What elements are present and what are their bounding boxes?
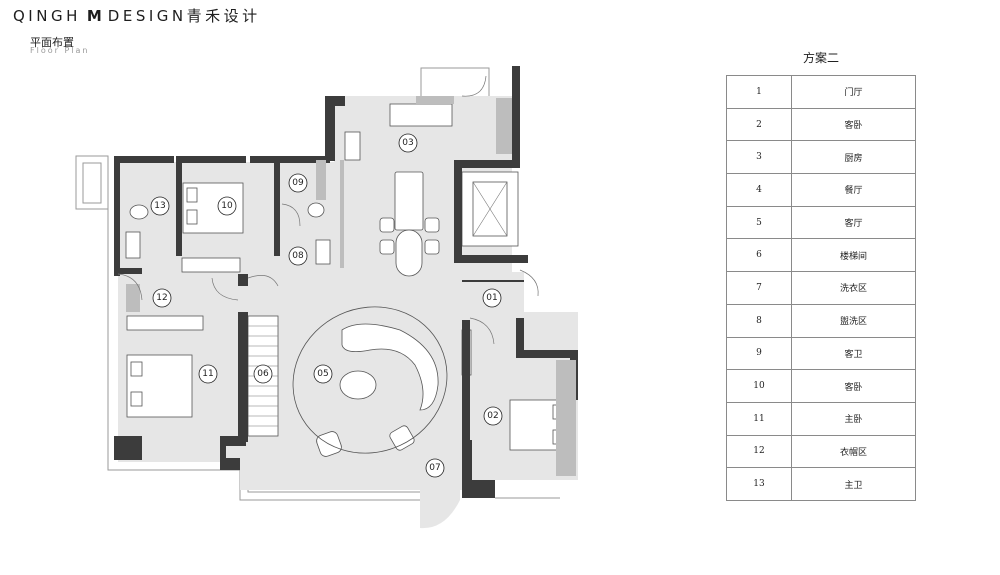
svg-text:05: 05 — [317, 369, 328, 379]
room-label-08: 08 — [288, 246, 308, 266]
svg-text:13: 13 — [154, 201, 165, 211]
room-number: 5 — [726, 205, 792, 240]
room-name: 客卫 — [791, 336, 916, 371]
page-subtitle: Floor Plan — [30, 46, 90, 55]
room-name: 衣帽区 — [791, 434, 916, 469]
room-label-07: 07 — [425, 458, 445, 478]
svg-text:01: 01 — [486, 293, 497, 303]
partition-walls — [126, 96, 576, 476]
legend-title: 方案二 — [802, 51, 839, 65]
room-number: 2 — [726, 107, 792, 142]
room-label-11: 11 — [198, 364, 218, 384]
room-label-01: 01 — [482, 288, 502, 308]
room-name: 主卧 — [791, 401, 916, 436]
svg-text:12: 12 — [156, 293, 167, 303]
svg-text:11: 11 — [202, 369, 213, 379]
room-number: 6 — [726, 238, 792, 273]
room-name: 餐厅 — [791, 173, 916, 207]
room-number: 11 — [726, 401, 792, 436]
room-name: 洗衣区 — [791, 271, 916, 305]
room-number: 1 — [726, 75, 792, 109]
room-name: 门厅 — [791, 75, 916, 109]
room-label-09: 09 — [288, 173, 308, 193]
room-number: 13 — [726, 467, 792, 501]
svg-text:07: 07 — [429, 463, 440, 473]
door-swings — [117, 75, 539, 345]
svg-text:03: 03 — [402, 138, 413, 148]
brand-name-right: DESIGN青禾设计 — [107, 7, 261, 25]
brand-logo: QINGH M DESIGN青禾设计 — [13, 5, 261, 26]
svg-text:10: 10 — [221, 201, 233, 211]
room-label-05: 05 — [313, 364, 333, 384]
room-label-10: 10 — [217, 196, 237, 216]
room-name: 客卧 — [791, 369, 916, 403]
room-number: 3 — [726, 140, 792, 175]
room-label-06: 06 — [253, 364, 273, 384]
room-name: 客卧 — [791, 107, 916, 142]
room-label-03: 03 — [398, 133, 418, 153]
svg-text:09: 09 — [292, 178, 304, 188]
brand-mark: M — [86, 7, 102, 25]
room-number: 7 — [726, 271, 792, 305]
room-label-12: 12 — [152, 288, 172, 308]
room-number: 10 — [726, 369, 792, 403]
room-label-13: 13 — [150, 196, 170, 216]
living-rug — [292, 306, 448, 454]
stair-treads — [248, 181, 508, 427]
room-name: 客厅 — [791, 205, 916, 240]
room-number: 12 — [726, 434, 792, 469]
page-title: 平面布置 — [30, 36, 74, 49]
room-name: 盥洗区 — [791, 303, 916, 338]
room-name: 厨房 — [791, 140, 916, 175]
room-name: 主卫 — [791, 467, 916, 501]
svg-text:06: 06 — [257, 369, 269, 379]
brand-name-left: QINGH — [13, 7, 81, 25]
room-number: 4 — [726, 173, 792, 207]
room-name: 楼梯间 — [791, 238, 916, 273]
room-labels: 01 02 03 05 06 07 08 09 — [150, 133, 503, 478]
room-number: 9 — [726, 336, 792, 371]
room-number: 8 — [726, 303, 792, 338]
room-label-02: 02 — [483, 406, 503, 426]
svg-text:08: 08 — [292, 251, 304, 261]
svg-text:02: 02 — [487, 411, 498, 421]
